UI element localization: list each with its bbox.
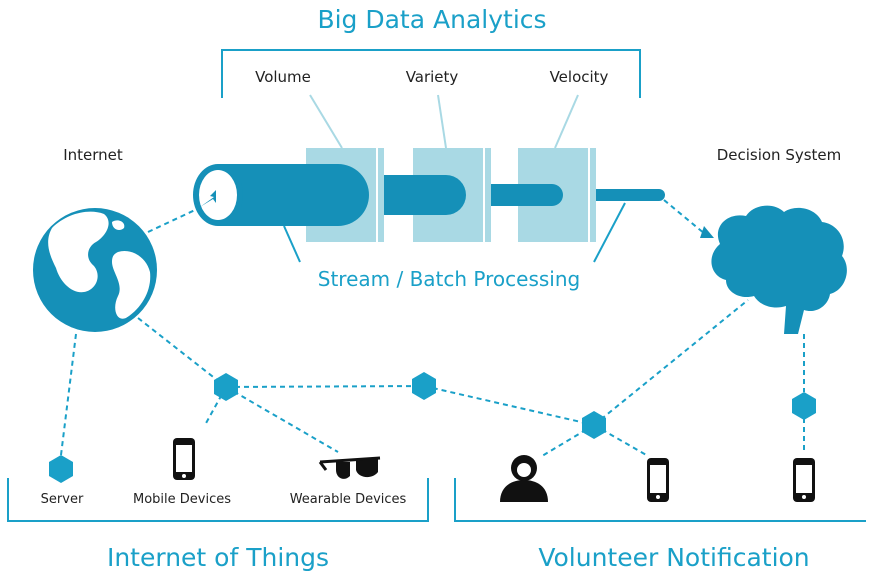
smart-glasses-icon: [318, 456, 381, 479]
iot-label: Internet of Things: [107, 543, 329, 572]
volume-connector: [309, 94, 343, 149]
stage-volume-label: Volume: [255, 68, 311, 86]
decision-system-label: Decision System: [717, 146, 842, 164]
inflow-arrow-icon: [200, 190, 216, 207]
network-node: [412, 372, 436, 400]
volunteer-bracket: [454, 478, 866, 522]
network-node: [214, 373, 238, 401]
network-node: [582, 411, 606, 439]
volunteer-phone-icon: [647, 458, 669, 502]
diagram-title: Big Data Analytics: [317, 5, 546, 34]
stage-velocity-label: Velocity: [550, 68, 609, 86]
server-label: Server: [41, 492, 84, 507]
decision-arrow-icon: [700, 226, 714, 238]
processing-label: Stream / Batch Processing: [318, 267, 580, 291]
decision-phone-icon: [793, 458, 815, 502]
wearable-devices-label: Wearable Devices: [290, 492, 407, 507]
smartphone-icon: [173, 438, 195, 480]
pipe-small: [491, 184, 563, 206]
pipe-medium: [384, 175, 466, 215]
globe-icon: [33, 208, 157, 332]
internet-label: Internet: [63, 146, 123, 164]
mobile-devices-label: Mobile Devices: [133, 492, 231, 507]
volunteer-label: Volunteer Notification: [538, 543, 809, 572]
volunteer-person-icon: [500, 455, 548, 502]
brain-icon: [711, 205, 847, 334]
server-node-icon: [49, 455, 73, 483]
iot-bracket: [7, 478, 429, 522]
analytics-bracket: [221, 49, 641, 98]
velocity-connector: [554, 94, 579, 149]
stage-variety-label: Variety: [406, 68, 459, 86]
pipe-thin: [596, 189, 665, 201]
pipe-large: [218, 164, 369, 226]
variety-connector: [437, 94, 447, 149]
network-node: [792, 392, 816, 420]
